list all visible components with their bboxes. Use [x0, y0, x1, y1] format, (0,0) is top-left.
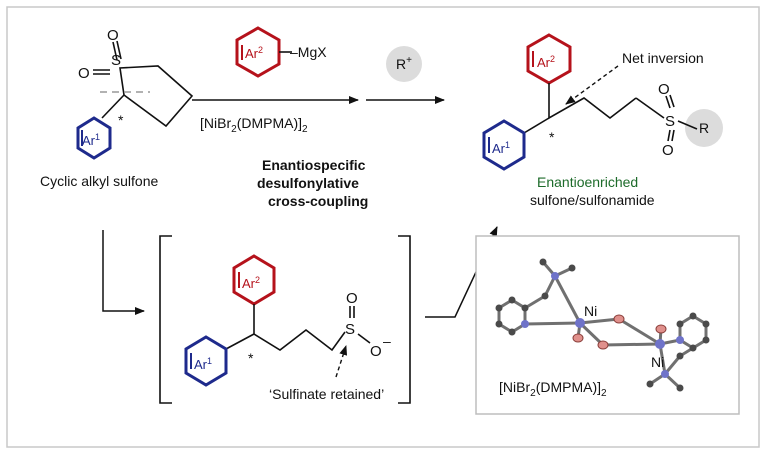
svg-text:Ar2: Ar2 — [242, 275, 260, 291]
substrate-caption: Cyclic alkyl sulfone — [40, 173, 158, 189]
grignard-reagent: Ar2 –MgX — [235, 26, 327, 78]
net-inversion-note: Net inversion — [622, 50, 704, 66]
stereocenter-star: * — [118, 112, 124, 128]
svg-text:Ar2: Ar2 — [245, 45, 263, 61]
cation-r-plus: R+ — [386, 46, 422, 82]
product-star: * — [549, 129, 555, 145]
svg-text:S: S — [345, 321, 355, 338]
bracket-left — [159, 235, 172, 404]
substrate-oxygen-top: O — [107, 27, 119, 44]
ar1-label: Ar1 — [82, 132, 100, 148]
sulfinate-arrow — [335, 345, 348, 378]
grignard-mgx: –MgX — [290, 44, 327, 60]
substrate-oxygen-left: O — [78, 65, 90, 82]
product-caption-line2: sulfone/sulfonamide — [530, 192, 655, 208]
reaction-title-line3: cross-coupling — [268, 193, 368, 209]
reaction-title-line1: Enantiospecific — [262, 157, 366, 173]
svg-text:Ni: Ni — [651, 354, 664, 370]
svg-text:O: O — [370, 343, 382, 360]
net-inversion-arrow — [565, 65, 619, 105]
reaction-title-line2: desulfonylative — [257, 175, 359, 191]
svg-text:*: * — [248, 350, 254, 366]
product-caption-line1: Enantioenriched — [537, 174, 638, 190]
substrate-sulfur: S — [111, 52, 121, 69]
svg-text:O: O — [662, 142, 674, 159]
svg-text:Ni: Ni — [584, 303, 597, 319]
svg-text:Ar1: Ar1 — [194, 356, 212, 372]
sulfinate-note: ‘Sulfinate retained’ — [269, 386, 384, 402]
substrate-structure: S O O * Ar1 — [76, 27, 194, 160]
product-structure: Ar2 * S O O R Ar1 — [482, 33, 723, 171]
svg-text:R+: R+ — [396, 55, 412, 72]
crystal-caption: [NiBr2(DMPMA)]2 — [499, 379, 607, 399]
svg-text:–: – — [383, 333, 391, 349]
bracket-right — [398, 235, 411, 404]
svg-text:Ar2: Ar2 — [537, 54, 555, 70]
svg-text:O: O — [346, 290, 358, 307]
svg-text:S: S — [665, 113, 675, 130]
crystal-structure-inset: Ni Ni [NiBr2(DMPMA)]2 — [475, 235, 740, 415]
svg-text:O: O — [658, 81, 670, 98]
svg-text:R: R — [699, 120, 709, 136]
intermediate-structure: Ar2 * S O O – Ar1 — [184, 254, 391, 387]
svg-text:Ar1: Ar1 — [492, 140, 510, 156]
catalyst-label: [NiBr2(DMPMA)]2 — [200, 115, 308, 135]
arrow-to-intermediate — [102, 230, 145, 315]
